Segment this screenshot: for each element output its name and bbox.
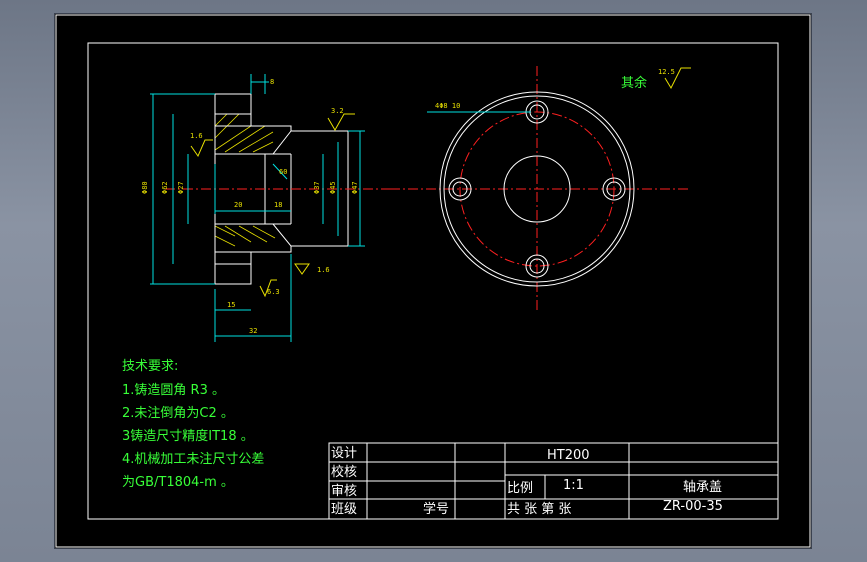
dim-d-47: Φ47 <box>351 181 359 194</box>
dim-len-20: 20 <box>234 201 242 209</box>
dim-width-top: 8 <box>270 78 274 86</box>
roughness-other-value: 12.5 <box>658 68 675 76</box>
cad-viewport[interactable]: 8 3.2 1.6 1.6 6.3 Φ80 Φ62 Φ27 Φ37 Φ45 Φ4… <box>55 14 811 548</box>
bolt-holes <box>448 100 626 278</box>
roughness-other-symbol <box>664 67 691 90</box>
dim-roughness-bottom-right: 1.6 <box>317 266 330 274</box>
tech-line-2: 2.未注倒角为C2 。 <box>122 406 234 421</box>
tech-line-1: 1.铸造圆角 R3 。 <box>122 382 225 398</box>
outer-circle <box>439 91 635 287</box>
tech-heading: 技术要求: <box>122 359 178 374</box>
tb-material: HT200 <box>547 448 590 463</box>
tb-scale-value: 1:1 <box>563 478 584 493</box>
dim-d-37: Φ37 <box>313 181 321 194</box>
dim-roughness-right: 3.2 <box>331 107 344 115</box>
tb-design: 设计 <box>331 446 357 461</box>
dim-roughness-bottom-left: 6.3 <box>267 288 280 296</box>
hatching <box>214 113 276 247</box>
dim-d-27: Φ27 <box>177 181 185 194</box>
center-bore <box>503 155 571 223</box>
tb-review: 审核 <box>331 484 357 499</box>
tech-line-3: 3铸造尺寸精度IT18 。 <box>122 428 254 444</box>
tech-requirements: 技术要求: 1.铸造圆角 R3 。 2.未注倒角为C2 。 3铸造尺寸精度IT1… <box>122 359 264 490</box>
dim-roughness-left: 1.6 <box>190 132 203 140</box>
dim-d-62: Φ62 <box>161 181 169 194</box>
tech-line-4: 4.机械加工未注尺寸公差 <box>122 452 264 467</box>
dimension-lines <box>150 74 365 342</box>
section-inner-lines <box>215 113 251 265</box>
dim-d-outer: Φ80 <box>141 181 149 194</box>
roughness-other-label: 其余 <box>621 75 647 91</box>
section-view: 8 3.2 1.6 1.6 6.3 Φ80 Φ62 Φ27 Φ37 Φ45 Φ4… <box>141 74 390 342</box>
tb-student-no: 学号 <box>423 501 449 517</box>
tb-drawing-no: ZR-00-35 <box>663 499 723 514</box>
dim-d-45: Φ45 <box>329 181 337 194</box>
dim-holes: 4Φ8 10 <box>435 102 460 110</box>
title-block: 设计 校核 审核 班级 学号 HT200 比例 1:1 轴承盖 共 张 第 张 … <box>328 442 779 520</box>
inner-frame <box>87 42 779 520</box>
tb-scale-label: 比例 <box>507 481 533 496</box>
tb-proofread: 校核 <box>331 464 357 480</box>
tb-class: 班级 <box>331 502 357 517</box>
outer-circle-inner <box>443 95 631 283</box>
dim-len-32: 32 <box>249 327 257 335</box>
outer-frame <box>55 14 811 548</box>
tb-sheets: 共 张 第 张 <box>507 502 571 517</box>
tb-part-name: 轴承盖 <box>683 480 722 495</box>
dim-chamfer: 60 <box>279 168 287 176</box>
bolt-circle <box>459 111 615 267</box>
tech-line-5: 为GB/T1804-m 。 <box>122 475 234 490</box>
front-view: 4Φ8 10 <box>390 66 690 312</box>
drawing-canvas: 8 3.2 1.6 1.6 6.3 Φ80 Φ62 Φ27 Φ37 Φ45 Φ4… <box>55 14 811 548</box>
dim-len-15: 15 <box>227 301 235 309</box>
dim-len-18: 18 <box>274 201 282 209</box>
roughness-symbols <box>190 113 355 298</box>
